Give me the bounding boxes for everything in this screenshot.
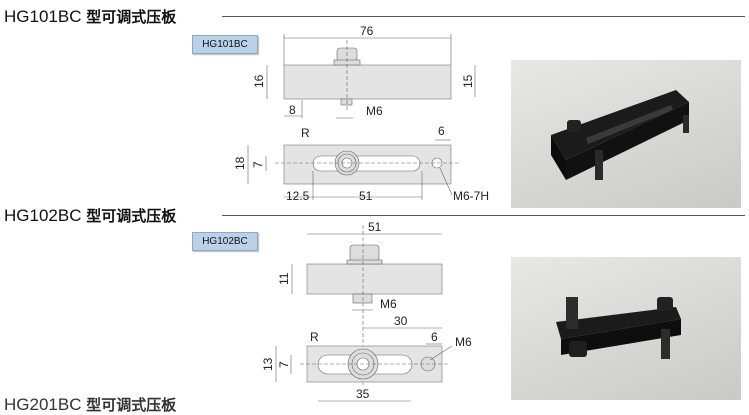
dim-slot-length: 35 xyxy=(356,387,370,401)
dim-slot-length: 51 xyxy=(359,189,373,203)
dim-width: 13 xyxy=(261,357,275,371)
dim-slot-width: 7 xyxy=(277,361,291,368)
dim-length: 76 xyxy=(360,24,374,38)
dim-height: 11 xyxy=(277,272,291,285)
dim-thread-side: M6 xyxy=(366,104,383,118)
dim-hole-thread: M6-7H xyxy=(453,189,489,203)
model-tag-hg101bc: HG101BC xyxy=(192,35,258,54)
dim-radius: R xyxy=(310,330,319,344)
dim-hole-offset: 6 xyxy=(431,330,438,344)
clamp-photo-illustration xyxy=(551,90,689,180)
model-code: HG201BC xyxy=(4,395,82,414)
section-heading-hg201bc: HG201BC 型可调式压板 xyxy=(4,394,176,415)
dim-radius: R xyxy=(301,126,310,140)
section-divider xyxy=(222,16,745,17)
section-title: 型可调式压板 xyxy=(86,396,177,414)
product-photo-hg102bc xyxy=(511,257,741,400)
section-title: 型可调式压板 xyxy=(86,8,177,26)
section-divider xyxy=(222,215,745,216)
dim-height-left: 16 xyxy=(252,74,266,88)
dim-center-to-hole: 30 xyxy=(394,314,408,328)
dim-hole-thread: M6 xyxy=(455,335,472,349)
product-photo-hg101bc xyxy=(511,60,741,208)
model-code: HG102BC xyxy=(4,206,82,225)
dim-thread-side: M6 xyxy=(380,297,397,311)
dim-hole-offset: 6 xyxy=(438,124,445,138)
model-tag-hg102bc: HG102BC xyxy=(192,232,258,251)
section-heading-hg101bc: HG101BC 型可调式压板 xyxy=(4,6,176,27)
dim-height-right: 15 xyxy=(461,74,475,88)
dim-step: 8 xyxy=(289,103,296,117)
section-heading-hg102bc: HG102BC 型可调式压板 xyxy=(4,205,176,226)
section-title: 型可调式压板 xyxy=(86,207,177,225)
dim-length: 51 xyxy=(368,220,382,234)
dim-slot-width: 7 xyxy=(251,161,265,168)
model-code: HG101BC xyxy=(4,7,82,26)
clamp-photo-illustration xyxy=(556,297,681,359)
dim-slot-start: 12.5 xyxy=(286,189,310,203)
dim-width: 18 xyxy=(233,156,247,170)
